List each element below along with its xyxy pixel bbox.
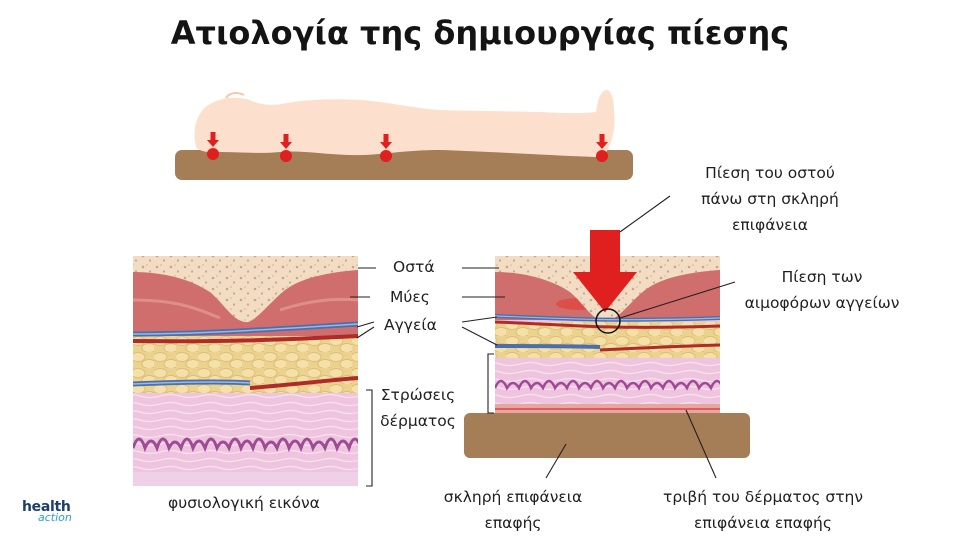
tissue-normal	[133, 256, 358, 486]
label-vessel-pressure-line1: Πίεση των	[781, 268, 863, 286]
label-vessel-pressure: Πίεση των αιμοφόρων αγγείων	[732, 264, 912, 316]
pressure-points	[207, 132, 608, 162]
lying-body	[194, 90, 615, 157]
label-skin-layers-line1: Στρώσεις	[380, 386, 456, 404]
leader-lines	[350, 195, 736, 487]
label-bones: Οστά	[393, 258, 435, 276]
label-friction-line1: τριβή του δέρματος στην	[662, 488, 864, 506]
label-friction-line2: επιφάνεια επαφής	[694, 514, 832, 532]
label-friction: τριβή του δέρματος στην επιφάνεια επαφής	[632, 484, 894, 536]
logo-main-text: health	[22, 499, 71, 515]
label-bone-pressure-line3: επιφάνεια	[732, 216, 808, 234]
label-vessel-pressure-line2: αιμοφόρων αγγείων	[744, 294, 900, 312]
health-action-logo: health action	[22, 496, 72, 524]
logo-sub-text: action	[38, 511, 72, 524]
label-hard-surface-line1: σκληρή επιφάνεια	[443, 488, 583, 506]
hard-surface	[464, 413, 750, 458]
label-bone-pressure-line1: Πίεση του οστού	[705, 164, 835, 182]
label-muscles: Μύες	[390, 288, 430, 306]
label-hard-surface: σκληρή επιφάνεια επαφής	[408, 484, 618, 536]
label-bone-pressure: Πίεση του οστού πάνω στη σκληρή επιφάνει…	[672, 160, 868, 238]
page-title: Ατιολογία της δημιουργίας πίεσης	[170, 14, 790, 52]
label-normal-picture: φυσιολογική εικόνα	[168, 494, 320, 512]
label-skin-layers-line2: δέρματος	[380, 412, 456, 430]
label-vessels: Αγγεία	[384, 316, 437, 334]
label-skin-layers: Στρώσεις δέρματος	[372, 382, 464, 434]
label-hard-surface-line2: επαφής	[484, 514, 542, 532]
label-bone-pressure-line2: πάνω στη σκληρή	[701, 190, 839, 208]
bone-pressure-arrow	[573, 230, 637, 312]
vessel-pressure-circle	[595, 308, 621, 334]
